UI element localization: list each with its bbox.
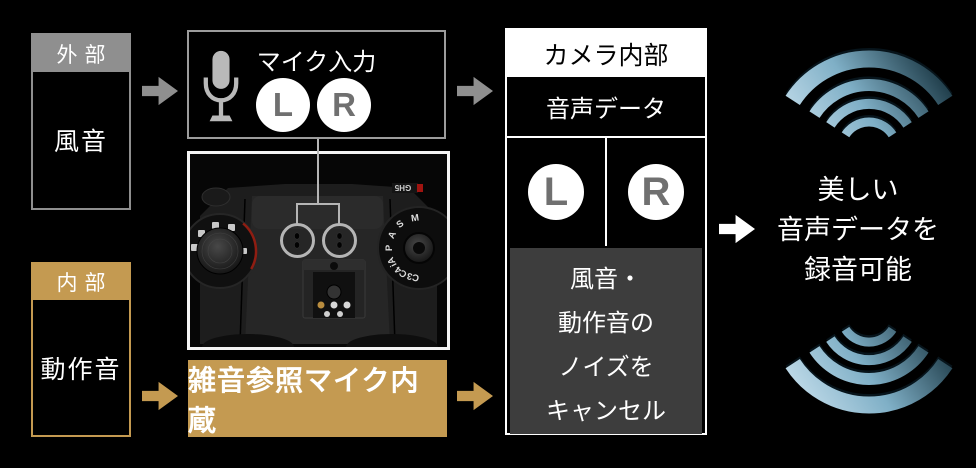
mic-pointer-line (296, 203, 340, 205)
microphone-icon (203, 50, 239, 122)
internal-box-label: 動作音 (40, 356, 122, 384)
mic-pointer-line (296, 203, 298, 224)
mic-hole-ring (322, 223, 357, 258)
result-line: 美しい (817, 175, 899, 205)
mic-pointer-line (317, 139, 319, 203)
result-text: 美しい 音声データを 録音可能 (748, 170, 968, 290)
camera-internal-panel: カメラ内部 音声データ L R 風音・ 動作音の ノイズを キャンセル (505, 28, 707, 435)
dial-letter: A (386, 230, 399, 241)
external-source-box: 外部 風音 (31, 33, 131, 210)
noise-reference-mic-box: 雑音参照マイク内蔵 (188, 360, 447, 437)
mic-input-box: マイク入力 L R (187, 30, 446, 139)
mic-input-title: マイク入力 (256, 49, 377, 76)
panel-header: カメラ内部 (507, 30, 705, 77)
model-label: GH5 (392, 183, 423, 193)
drive-mode-dial (182, 213, 258, 289)
arrow-right-icon (457, 76, 493, 106)
dial-letter: S (394, 218, 406, 231)
dial-letter: M (410, 212, 419, 224)
front-sub-dial (201, 187, 231, 207)
dial-letter: P (384, 244, 395, 251)
right-channel-badge: R (628, 164, 684, 220)
internal-source-box: 内部 動作音 (31, 262, 131, 437)
mic-pointer-line (338, 203, 340, 224)
audio-data-label: 音声データ (507, 77, 705, 138)
noise-cancel-line: 風音・ (570, 266, 642, 293)
hot-shoe (302, 259, 366, 319)
result-line: 音声データを (777, 215, 939, 245)
left-channel-badge: L (528, 164, 584, 220)
arrow-right-icon (142, 76, 178, 106)
sound-wave-arcs-icon (785, 324, 953, 414)
noise-cancel-line: 動作音の (558, 310, 654, 337)
right-channel-badge: R (317, 78, 371, 132)
arrow-right-icon (457, 381, 493, 411)
noise-cancel-text: 風音・ 動作音の ノイズを キャンセル (510, 248, 702, 434)
dial-letter: iA (385, 255, 399, 269)
right-channel-cell: R (605, 138, 705, 246)
result-line: 録音可能 (804, 255, 912, 285)
arrow-right-icon (142, 381, 178, 411)
record-button (417, 184, 423, 192)
mode-dial: M S A P iA C4 C3 (377, 206, 461, 290)
left-channel-badge: L (256, 78, 310, 132)
external-box-label: 風音 (53, 128, 108, 156)
svg-text:GH5: GH5 (394, 183, 411, 192)
external-box-header: 外部 (33, 35, 129, 72)
panel-channels: L R (507, 138, 705, 246)
sound-wave-arcs-icon (785, 48, 953, 138)
dial-letter: C3 (406, 270, 420, 283)
noise-cancel-line: キャンセル (546, 398, 666, 425)
internal-box-header: 内部 (33, 264, 129, 300)
noise-cancel-line: ノイズを (558, 354, 654, 381)
mic-hole-ring (280, 223, 315, 258)
left-channel-cell: L (507, 138, 605, 246)
